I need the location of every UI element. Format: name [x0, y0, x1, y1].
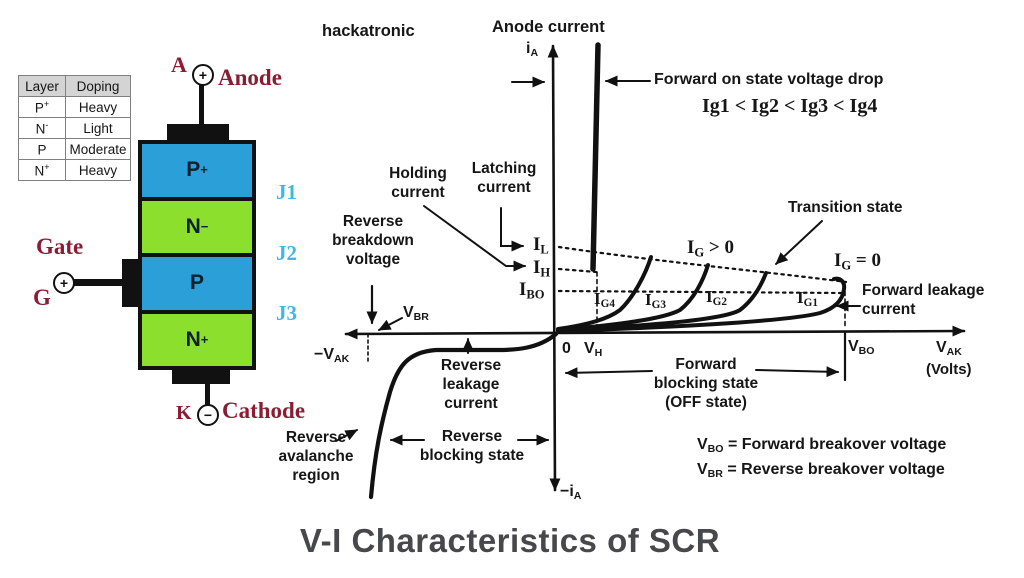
reverse-avalanche-label: Reverse avalanche region	[278, 429, 354, 484]
anode-terminal-letter: A	[171, 52, 187, 77]
col-header-doping: Doping	[65, 75, 131, 97]
junction-j1-label: J1	[276, 180, 297, 204]
ig-zero-label: IG = 0	[834, 250, 881, 273]
junction-j3-label: J3	[276, 301, 297, 325]
gate-current-order-label: Ig1 < Ig2 < Ig3 < Ig4	[702, 95, 878, 117]
gate-lead	[74, 279, 124, 286]
forward-blocking-right-arrow	[755, 366, 839, 378]
anode-contact	[167, 124, 229, 141]
ig1-curve	[556, 276, 847, 333]
forward-on-state-label: Forward on state voltage drop	[654, 71, 884, 88]
ig2-label: IG2	[706, 287, 727, 309]
doping-table: Layer Doping P+ Heavy N- Light P Moderat…	[18, 75, 131, 181]
latching-current-label: Latching current	[471, 160, 537, 196]
ig1-label: IG1	[797, 288, 818, 310]
gate-terminal-letter: G	[33, 285, 51, 310]
latching-current-leader	[500, 207, 524, 252]
anode-lead	[199, 85, 204, 125]
cathode-contact	[172, 369, 230, 384]
il-dotted-line	[557, 245, 848, 284]
ig-positive-label: IG > 0	[687, 237, 734, 260]
cathode-label: Cathode	[222, 398, 306, 423]
table-row: N- Light	[18, 117, 131, 139]
circle-minus-icon: −	[197, 404, 219, 426]
brand-watermark: hackatronic	[322, 22, 415, 40]
junction-j2-label: J2	[276, 241, 297, 265]
anode-label: Anode	[218, 65, 282, 90]
forward-leakage-label: Forward leakage current	[862, 282, 985, 318]
layer-p: P	[142, 257, 252, 310]
doping-cell: Heavy	[65, 159, 131, 181]
reverse-breakdown-label: Reverse breakdown voltage	[332, 213, 414, 268]
ibo-label: IBO	[519, 279, 545, 302]
reverse-characteristic-curve	[368, 331, 559, 500]
forward-blocking-label: Forward blocking state (OFF state)	[653, 356, 759, 411]
ih-label: IH	[533, 257, 551, 280]
neg-vak-label: −VAK	[314, 346, 350, 365]
origin-label: 0	[562, 340, 571, 357]
reverse-leakage-label: Reverse leakage current	[440, 357, 502, 412]
y-axis	[547, 44, 561, 492]
table-row: N+ Heavy	[18, 159, 131, 181]
reverse-avalanche-leader	[335, 429, 358, 442]
table-row: P Moderate	[18, 138, 131, 160]
transition-state-leader	[775, 220, 823, 265]
ih-dotted-line	[557, 267, 598, 274]
vbo-axis-label: VBO	[848, 338, 875, 357]
gate-label: Gate	[36, 234, 84, 259]
vh-label: VH	[584, 340, 603, 359]
forward-blocking-left-arrow	[565, 367, 653, 379]
legend-vbr-definition: VBR = Reverse breakover voltage	[697, 461, 945, 480]
layer-n-minus: N−	[142, 200, 252, 253]
holding-current-label: Holding current	[389, 165, 447, 201]
layer-p-plus: P+	[142, 144, 252, 197]
cathode-terminal-letter: K	[176, 402, 192, 424]
ia-axis-label: iA	[526, 40, 539, 59]
cathode-lead	[205, 384, 210, 406]
table-header-row: Layer Doping	[18, 75, 131, 97]
layer-n-plus: N+	[142, 313, 252, 366]
legend-vbo-definition: VBO = Forward breakover voltage	[697, 436, 947, 455]
vak-axis-label: VAK	[936, 339, 962, 358]
volts-label: (Volts)	[926, 361, 972, 378]
holding-current-leader	[423, 205, 526, 272]
scr-layer-stack: P+ N− P N+	[138, 140, 256, 370]
ig3-label: IG3	[645, 290, 666, 312]
x-axis	[344, 325, 966, 340]
ibo-dotted-line	[557, 289, 844, 295]
transition-state-label: Transition state	[788, 199, 903, 216]
page-title: V-I Characteristics of SCR	[299, 522, 721, 559]
on-state-curve	[590, 42, 601, 272]
vbr-point-label: VBR	[403, 304, 429, 323]
neg-ia-axis-label: −iA	[560, 483, 582, 502]
reverse-blocking-label: Reverse blocking state	[419, 428, 525, 464]
vbr-leader	[378, 317, 403, 331]
gate-contact	[122, 259, 140, 307]
ig4-label: IG4	[594, 289, 615, 311]
ig4-curve	[556, 255, 653, 331]
il-label: IL	[533, 234, 549, 257]
anode-current-label: Anode current	[492, 18, 605, 36]
circle-plus-icon: +	[53, 272, 75, 294]
